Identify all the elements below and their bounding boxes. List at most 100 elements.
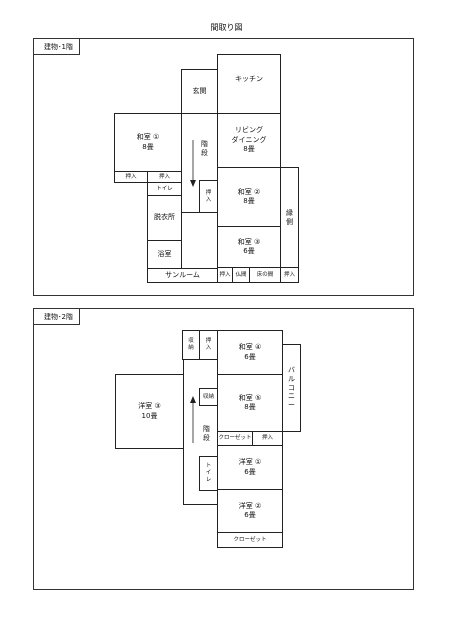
room-oshiire-1e: 押入 <box>280 267 299 283</box>
room-butsuma: 仏間 <box>232 267 250 283</box>
text-washitsu-4: 和室 ④ <box>238 343 262 352</box>
label-washitsu-5: 和室 ⑤ 8畳 <box>239 394 262 413</box>
room-closet-2a: クローゼット <box>217 431 253 446</box>
room-oshiire-2b: 押入 <box>252 431 283 446</box>
stairs-arrow-1f <box>190 140 196 187</box>
text-toilet-2f-c: レ <box>205 476 212 483</box>
text-oshiire-2a-a: 押 <box>205 338 212 345</box>
label-engawa: 縁 側 <box>286 209 293 227</box>
label-oshiire-1d: 押入 <box>219 271 231 278</box>
label-genkan: 玄関 <box>192 86 207 95</box>
label-datsuisho: 脱衣所 <box>154 213 175 222</box>
text-yoshitsu-1-size: 6畳 <box>244 467 256 476</box>
room-washitsu-1: 和室 ① 8畳 <box>114 113 182 172</box>
text-oshiire-1c-b: 入 <box>205 196 212 203</box>
text-balcony-3: コ <box>288 383 295 392</box>
label-oshiire-2a: 押 入 <box>206 338 212 352</box>
room-yoshitsu-1: 洋室 ① 6畳 <box>217 445 283 490</box>
floor1-frame: 建物･1階 <box>33 38 414 296</box>
text-toilet-2f-b: イ <box>205 470 212 477</box>
label-sunroom: サンルーム <box>165 270 200 279</box>
label-washitsu-2: 和室 ② 8畳 <box>238 188 261 207</box>
stairs-arrow-2f <box>190 396 196 443</box>
text-dining: ダイニング <box>231 135 267 144</box>
text-washitsu-2-size: 8畳 <box>243 197 255 205</box>
text-washitsu-3: 和室 ③ <box>237 237 261 246</box>
label-oshiire-1e: 押入 <box>283 271 295 278</box>
label-yoshitsu-1: 洋室 ① 6畳 <box>239 458 262 477</box>
label-shuno-2a: 収 納 <box>188 338 194 352</box>
label-stairs-2f: 階 段 <box>203 425 210 444</box>
text-shuno-2b-a: 収 <box>202 393 209 400</box>
label-toilet-1f: トイレ <box>156 185 173 192</box>
label-stairs-1f: 階 段 <box>201 140 208 159</box>
room-washitsu-5: 和室 ⑤ 8畳 <box>217 374 283 432</box>
room-washitsu-3: 和室 ③ 6畳 <box>217 226 281 268</box>
text-stairs-1f-a: 階 <box>201 140 208 148</box>
room-yokushitsu: 浴室 <box>147 240 182 269</box>
room-living-dining: リビング ダイニング 8畳 <box>217 113 281 168</box>
text-washitsu-4-size: 6畳 <box>244 352 256 361</box>
text-yoshitsu-3: 洋室 ③ <box>138 402 161 411</box>
room-washitsu-2: 和室 ② 8畳 <box>217 167 281 227</box>
text-balcony-4: ニ <box>288 392 295 401</box>
text-yoshitsu-2: 洋室 ② <box>238 501 262 510</box>
room-oshiire-2a: 押 入 <box>199 330 218 360</box>
text-shuno-2b-b: 納 <box>208 393 215 400</box>
text-yoshitsu-2-size: 6畳 <box>244 511 256 519</box>
room-oshiire-1d: 押入 <box>217 267 233 283</box>
room-shuno-2a: 収 納 <box>182 330 200 360</box>
text-washitsu-3-size: 6畳 <box>243 247 255 255</box>
room-engawa: 縁 側 <box>280 167 299 268</box>
room-washitsu-4: 和室 ④ 6畳 <box>217 330 283 375</box>
label-oshiire-2b: 押入 <box>261 435 273 442</box>
label-living-dining: リビング ダイニング 8畳 <box>232 126 267 154</box>
text-stairs-2f-a: 階 <box>203 425 210 433</box>
label-oshiire-1c: 押 入 <box>206 190 212 204</box>
room-sunroom: サンルーム <box>147 268 218 283</box>
label-toilet-2f: ト イ レ <box>206 463 212 484</box>
label-washitsu-1: 和室 ① 8畳 <box>137 133 160 152</box>
floor1-label: 建物･1階 <box>34 39 80 55</box>
room-kitchen: キッチン <box>217 54 281 114</box>
text-washitsu-5: 和室 ⑤ <box>238 393 262 402</box>
label-tokonoma: 床の間 <box>256 271 274 278</box>
label-oshiire-1a: 押入 <box>125 173 137 180</box>
room-oshiire-1c: 押 入 <box>199 180 218 213</box>
floor2-label: 建物･2階 <box>34 309 80 325</box>
room-datsuisho: 脱衣所 <box>147 195 182 241</box>
text-stairs-1f-b: 段 <box>201 149 208 158</box>
text-shuno-2a-a: 収 <box>188 338 194 345</box>
room-closet-2b: クローゼット <box>217 532 283 548</box>
label-balcony: バ ル コ ニ ー <box>288 366 295 410</box>
text-oshiire-1c-a: 押 <box>205 189 212 196</box>
page-title: 間取り図 <box>210 23 243 32</box>
room-shuno-2b: 収納 <box>199 388 218 406</box>
label-shuno-2b: 収納 <box>203 394 214 401</box>
text-balcony-5: ー <box>288 401 295 410</box>
text-yoshitsu-3-size: 10畳 <box>141 411 158 420</box>
text-yoshitsu-1: 洋室 ① <box>238 458 262 467</box>
label-washitsu-4: 和室 ④ 6畳 <box>239 343 262 362</box>
text-washitsu-1-size: 8畳 <box>142 142 154 151</box>
room-genkan: 玄関 <box>181 69 218 114</box>
text-engawa-b: 側 <box>286 217 293 226</box>
label-yoshitsu-2: 洋室 ② 6畳 <box>239 502 262 521</box>
label-closet-2b: クローゼット <box>233 536 267 543</box>
text-living: リビング <box>235 126 263 135</box>
label-closet-2a: クローゼット <box>218 435 252 442</box>
label-yokushitsu: 浴室 <box>157 249 172 258</box>
label-oshiire-1b: 押入 <box>158 173 170 180</box>
text-washitsu-5-size: 8畳 <box>244 403 256 411</box>
label-washitsu-3: 和室 ③ 6畳 <box>238 238 261 257</box>
text-stairs-2f-b: 段 <box>203 434 210 443</box>
text-washitsu-2: 和室 ② <box>237 187 261 196</box>
label-yoshitsu-3: 洋室 ③ 10畳 <box>138 402 161 421</box>
room-yoshitsu-3: 洋室 ③ 10畳 <box>115 374 184 449</box>
room-oshiire-1a: 押入 <box>114 171 148 183</box>
room-tokonoma: 床の間 <box>249 267 281 283</box>
room-yoshitsu-2: 洋室 ② 6畳 <box>217 489 283 533</box>
text-washitsu-1: 和室 ① <box>136 133 160 142</box>
text-balcony-2: ル <box>288 374 295 383</box>
text-engawa-a: 縁 <box>286 208 293 217</box>
